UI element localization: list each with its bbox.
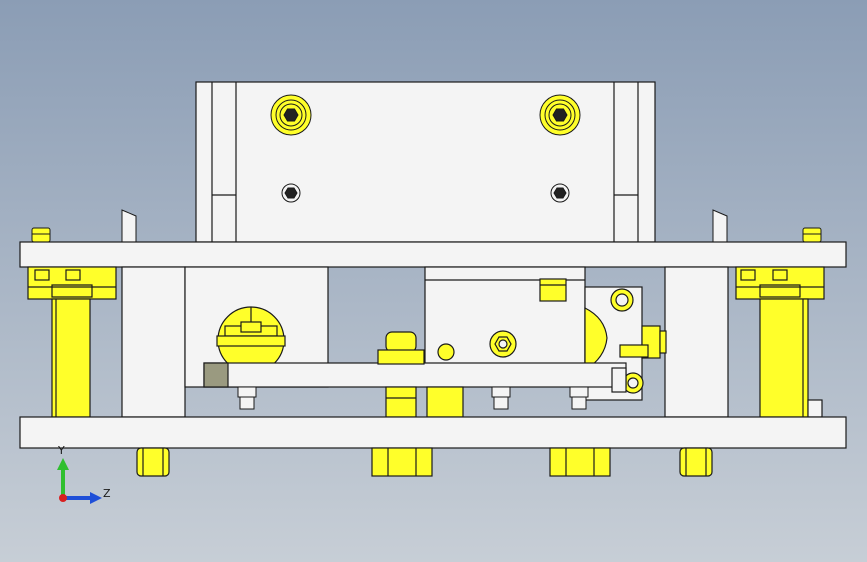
bottom-plate[interactable] [19, 416, 847, 449]
guide-tab-left [121, 209, 137, 243]
arrow-up-icon [57, 458, 69, 470]
cap-screw-right [539, 94, 581, 136]
set-screw-left [281, 183, 301, 203]
plate-screw-left [31, 227, 51, 243]
rod-screw-a [237, 386, 257, 410]
rod-screw-b [491, 386, 511, 410]
y-axis-label: Y [57, 444, 65, 457]
center-nut-stack [377, 331, 464, 418]
ball-joint [216, 306, 286, 374]
top-plate[interactable] [19, 241, 847, 268]
column-right[interactable] [664, 266, 729, 418]
guide-tab-right [712, 209, 728, 243]
column-left[interactable] [121, 266, 186, 418]
arrow-right-icon [90, 492, 102, 504]
cylinder-flange [584, 286, 667, 401]
guide-post-left [27, 266, 117, 418]
guide-post-right [735, 266, 825, 418]
axis-triad: Y Z [57, 444, 111, 504]
upper-slide-block[interactable] [195, 81, 656, 243]
plate-screw-right [802, 227, 822, 243]
axis-origin [59, 494, 67, 502]
bottom-nut-3 [549, 447, 611, 477]
set-screw-right [550, 183, 570, 203]
cap-screw-left [270, 94, 312, 136]
bottom-nut-1 [136, 447, 170, 477]
bottom-nut-4 [679, 447, 713, 477]
push-rod[interactable] [203, 362, 627, 393]
rod-screw-c [569, 386, 589, 410]
z-axis-label: Z [103, 487, 111, 500]
bottom-nut-2 [371, 447, 433, 477]
